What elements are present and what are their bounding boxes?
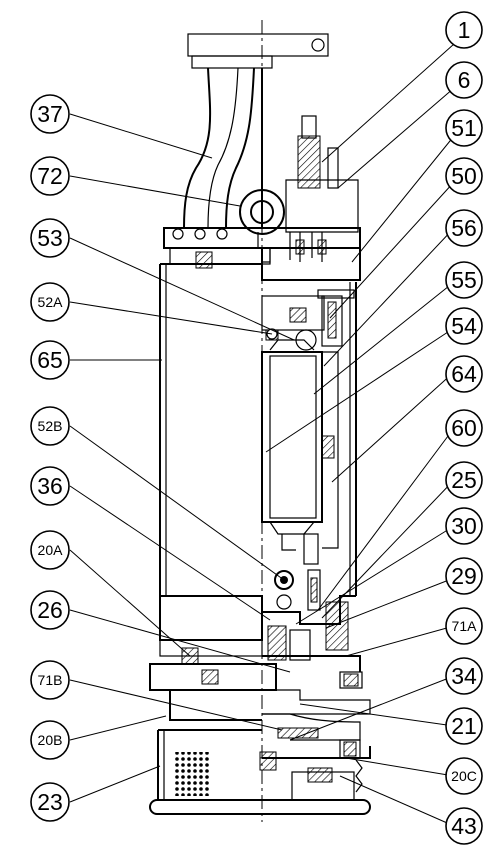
callout-6: 6 — [445, 61, 483, 99]
cable-entry — [257, 115, 359, 263]
callout-25-label: 25 — [451, 467, 477, 493]
callout-56: 56 — [445, 209, 483, 247]
callout-51: 51 — [445, 109, 483, 147]
callout-36-label: 36 — [37, 473, 63, 499]
callout-26-label: 26 — [37, 597, 63, 623]
callout-52A-label: 52A — [38, 294, 64, 310]
discharge-elbow — [183, 33, 329, 229]
callout-64: 64 — [445, 355, 483, 393]
callout-60-label: 60 — [451, 415, 477, 441]
callout-71A: 71A — [445, 607, 483, 645]
callout-37: 37 — [30, 94, 70, 134]
callout-50: 50 — [445, 157, 483, 195]
callout-65-label: 65 — [37, 347, 63, 373]
callout-30: 30 — [445, 507, 483, 545]
callout-20B: 20B — [30, 720, 70, 760]
callout-60: 60 — [445, 409, 483, 447]
callout-51-label: 51 — [451, 115, 477, 141]
callout-6-label: 6 — [458, 67, 471, 93]
callout-20C-label: 20C — [451, 768, 477, 784]
callout-23-label: 23 — [37, 789, 63, 815]
callout-37-label: 37 — [37, 101, 63, 127]
callout-21-label: 21 — [451, 713, 477, 739]
callout-1-label: 1 — [458, 17, 471, 43]
callout-54-label: 54 — [451, 313, 477, 339]
callout-53: 53 — [30, 218, 70, 258]
callout-53-label: 53 — [37, 225, 63, 251]
callout-34: 34 — [445, 657, 483, 695]
callout-71A-label: 71A — [452, 618, 478, 634]
callout-20C: 20C — [445, 757, 483, 795]
callout-55-label: 55 — [451, 267, 477, 293]
leader-lines — [69, 43, 455, 827]
callout-29-label: 29 — [451, 563, 477, 589]
callout-26: 26 — [30, 590, 70, 630]
callout-64-label: 64 — [451, 361, 477, 387]
callout-23: 23 — [30, 782, 70, 822]
callout-52A: 52A — [30, 282, 70, 322]
callout-72-label: 72 — [37, 163, 63, 189]
callout-25: 25 — [445, 461, 483, 499]
callout-30-label: 30 — [451, 513, 477, 539]
callout-52B-label: 52B — [38, 418, 63, 434]
rotor-stator — [261, 339, 339, 565]
callout-20A-label: 20A — [38, 542, 64, 558]
strainer-stand — [149, 729, 371, 815]
callout-71B: 71B — [30, 660, 70, 700]
callout-50-label: 50 — [451, 163, 477, 189]
upper-bearing — [261, 289, 355, 351]
callout-65: 65 — [30, 340, 70, 380]
pump-casing — [169, 690, 371, 771]
callout-29: 29 — [445, 557, 483, 595]
callout-72: 72 — [30, 156, 70, 196]
callout-56-label: 56 — [451, 215, 477, 241]
callout-54: 54 — [445, 307, 483, 345]
callout-1: 1 — [445, 11, 483, 49]
callout-36: 36 — [30, 466, 70, 506]
callout-20B-label: 20B — [38, 732, 63, 748]
callout-52B: 52B — [30, 406, 70, 446]
callout-20A: 20A — [30, 530, 70, 570]
callout-21: 21 — [445, 707, 483, 745]
lower-bearing — [262, 569, 356, 661]
motor-housing — [159, 263, 357, 596]
callout-34-label: 34 — [451, 663, 477, 689]
callout-43-label: 43 — [451, 813, 477, 839]
callout-55: 55 — [445, 261, 483, 299]
callout-71B-label: 71B — [38, 672, 63, 688]
callout-43: 43 — [445, 807, 483, 845]
